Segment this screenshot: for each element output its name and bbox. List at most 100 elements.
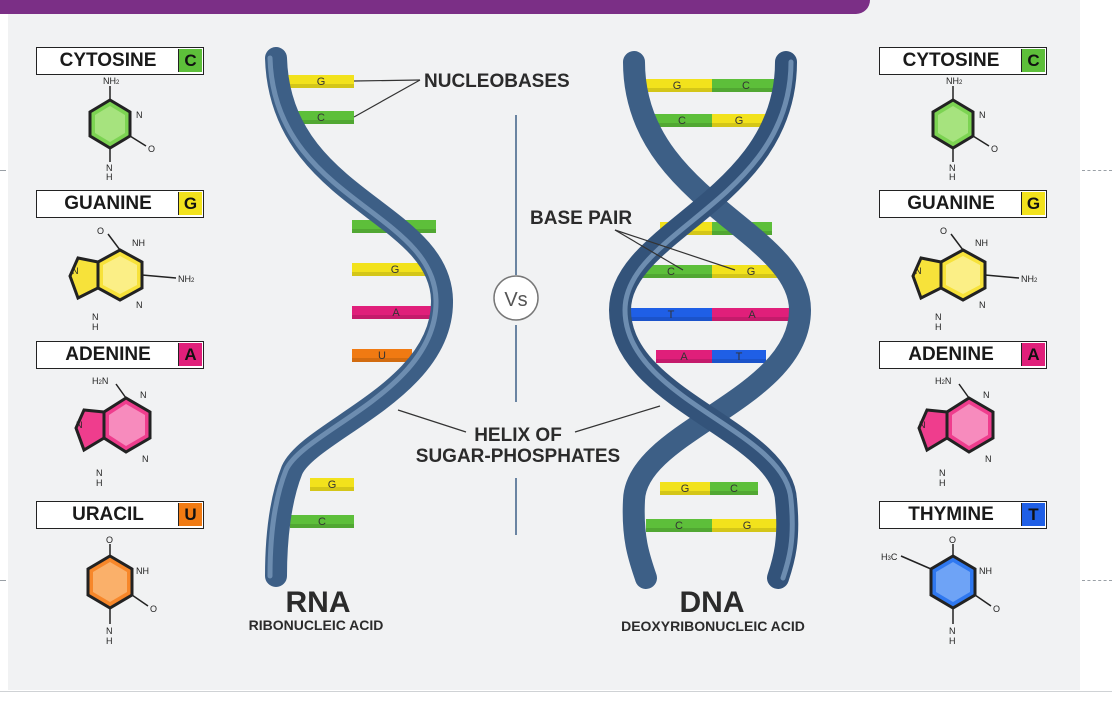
atom-label: N xyxy=(106,163,113,173)
rna-rung-bar xyxy=(288,111,354,124)
atom-label: N xyxy=(92,312,99,322)
ring-inner xyxy=(95,106,125,142)
dna-rung-right-letter: G xyxy=(735,115,744,127)
base-pair-pointer xyxy=(614,229,684,271)
rna-rung-letter: G xyxy=(391,264,400,276)
base-pair-pointer xyxy=(614,229,736,271)
legend-letter: G xyxy=(178,192,202,215)
rna-helix-strand xyxy=(265,47,454,587)
svg-text:NH2: NH2 xyxy=(1021,274,1038,284)
bond xyxy=(115,383,127,399)
atom-label: H xyxy=(106,172,113,182)
dna-helix-highlight xyxy=(622,59,795,581)
nucleobases-label: NUCLEOBASES xyxy=(424,71,570,92)
dna-rung-right-bar xyxy=(712,114,766,127)
legend-letter: T xyxy=(1021,503,1045,526)
atom-label: N xyxy=(96,468,103,478)
dna-rung-left: C xyxy=(630,265,712,278)
legend-letter: A xyxy=(1021,343,1045,366)
atom-label: H xyxy=(92,322,99,332)
rna-rung: G xyxy=(310,478,354,491)
rna-rung-letter: G xyxy=(328,479,337,491)
atom-label: N xyxy=(106,626,113,636)
dna-rung-right-shade xyxy=(712,528,782,532)
atom-label: NH xyxy=(975,238,988,248)
legend-name: GUANINE xyxy=(64,193,152,214)
atom-label: N xyxy=(979,110,986,120)
atom-label: H xyxy=(939,478,946,488)
atom-label: NH xyxy=(178,274,191,284)
dna-rung-left-letter: G xyxy=(681,483,690,495)
atom-label: H xyxy=(106,636,113,646)
atom-label: N xyxy=(102,376,109,386)
dna-rung-right-letter: A xyxy=(748,309,756,321)
dna-helix-strand-b xyxy=(608,51,799,589)
bond xyxy=(974,594,992,607)
ring-inner xyxy=(109,404,145,446)
dna-rung-right-bar xyxy=(712,350,766,363)
rna-rung-letter: C xyxy=(317,112,325,124)
dna-rung-right-shade xyxy=(712,359,766,363)
dna-rung-left-letter: A xyxy=(680,351,688,363)
dashed-guide-right-bottom xyxy=(1082,580,1112,582)
dna-rung-right: A xyxy=(712,308,792,321)
dna-rung-right-letter: G xyxy=(743,520,752,532)
ring-inner xyxy=(946,256,980,294)
legend-letter: G xyxy=(1021,192,1045,215)
atom-label: O xyxy=(106,535,113,545)
ring-inner xyxy=(103,256,137,294)
dna-rung-right-shade xyxy=(712,123,766,127)
atom-label: O xyxy=(150,604,157,614)
legend-uracil-left: URACIL U xyxy=(36,501,204,529)
legend-adenine-right: ADENINE A xyxy=(879,341,1047,369)
dna-helix-strand-a xyxy=(622,51,812,589)
atom-label: H xyxy=(96,478,103,488)
atom-label: N xyxy=(949,626,956,636)
legend-name: THYMINE xyxy=(908,504,994,525)
adenine-molecule-left: H2N N N N N H xyxy=(74,376,152,488)
rna-rung-shade xyxy=(352,315,440,319)
rna-rung-bar xyxy=(290,515,354,528)
dashed-guide-left-top xyxy=(0,170,6,172)
rna-rung-shade xyxy=(310,487,354,491)
nucleobases-pointer xyxy=(353,79,421,82)
dna-subtitle: DEOXYRIBONUCLEIC ACID xyxy=(621,618,805,634)
legend-letter: A xyxy=(178,343,202,366)
dna-rung-left-shade xyxy=(630,317,712,321)
atom-label: N xyxy=(76,420,83,430)
atom-label: NH xyxy=(136,566,149,576)
rna-subtitle: RIBONUCLEIC ACID xyxy=(249,617,384,633)
dna-rung-right: G xyxy=(712,519,782,532)
ring-inner xyxy=(936,562,970,602)
dna-rung-left-bar xyxy=(660,482,710,495)
atom-subscript: 2 xyxy=(116,80,120,86)
atom-label: NH xyxy=(946,76,959,86)
rna-helix-highlight xyxy=(267,55,439,579)
thymine-molecule: O H3C NH O N H xyxy=(881,535,1000,646)
ring xyxy=(917,408,949,453)
dna-rung-left-shade xyxy=(642,88,712,92)
atom-subscript: 2 xyxy=(191,278,195,284)
bond xyxy=(958,383,970,399)
atom-label: N xyxy=(72,266,79,276)
uracil-molecule: O NH O N H xyxy=(86,535,157,646)
guanine-molecule-left: O NH NH2 N N N H xyxy=(68,226,195,332)
dna-rung-right-shade xyxy=(712,317,792,321)
legend-letter: U xyxy=(178,503,202,526)
dna-rung-left-shade xyxy=(630,274,712,278)
dna-rung-left-letter: C xyxy=(675,520,683,532)
svg-text:NH2: NH2 xyxy=(178,274,195,284)
legend-name: ADENINE xyxy=(908,344,994,365)
rna-rung-shade xyxy=(352,358,412,362)
atom-label: NH xyxy=(1021,274,1034,284)
atom-label: O xyxy=(148,144,155,154)
atom-label: N xyxy=(915,266,922,276)
dna-rung-right-letter: G xyxy=(747,266,756,278)
rna-rung-bar xyxy=(352,349,412,362)
cytosine-molecule-right: NH2 N O N H xyxy=(931,76,998,182)
atom-label: N xyxy=(935,312,942,322)
dna-rung-right: C xyxy=(710,482,758,495)
rna-rung: C xyxy=(288,111,354,124)
bond xyxy=(141,274,177,279)
